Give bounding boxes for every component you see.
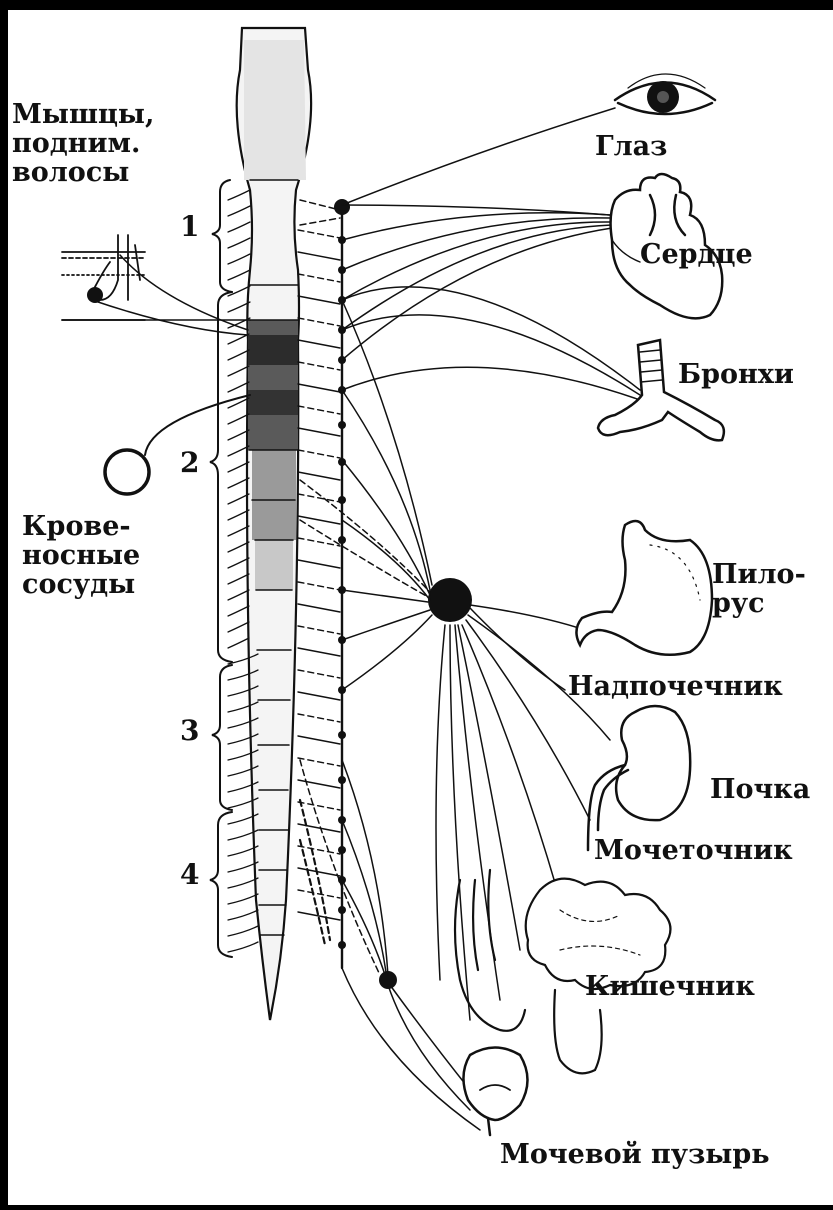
- trunk-ganglion: [338, 731, 346, 739]
- label-blood-vessels-line-2: носные: [22, 541, 140, 570]
- trunk-ganglion: [338, 536, 346, 544]
- trunk-ganglion: [338, 906, 346, 914]
- segment-number-4: 4: [180, 860, 199, 890]
- label-bladder: Мочевой пузырь: [500, 1140, 770, 1169]
- label-hair-muscles-line-3: волосы: [12, 158, 154, 187]
- label-blood-vessels: Крове- носные сосуды: [22, 512, 140, 599]
- label-hair-muscles-line-1: Мышцы,: [12, 100, 154, 129]
- label-hair-muscles: Мышцы, подним. волосы: [12, 100, 154, 187]
- segment-number-1: 1: [180, 212, 199, 242]
- label-blood-vessels-line-3: сосуды: [22, 570, 140, 599]
- segment-number-2: 2: [180, 448, 199, 478]
- label-pylorus-line-2: рус: [712, 589, 806, 618]
- label-pylorus: Пило- рус: [712, 560, 806, 618]
- label-kidney: Почка: [710, 775, 810, 804]
- label-bronchi: Бронхи: [678, 360, 794, 389]
- trunk-ganglion: [338, 421, 346, 429]
- label-heart: Сердце: [640, 240, 753, 269]
- trunk-ganglion: [334, 199, 350, 215]
- label-blood-vessels-line-1: Крове-: [22, 512, 140, 541]
- trunk-ganglion: [338, 496, 346, 504]
- celiac-ganglion: [428, 578, 472, 622]
- trunk-ganglion: [338, 776, 346, 784]
- label-intestine: Кишечник: [585, 972, 755, 1001]
- label-hair-muscles-line-2: подним.: [12, 129, 154, 158]
- trunk-ganglion: [338, 846, 346, 854]
- segment-number-3: 3: [180, 716, 199, 746]
- trunk-ganglion: [338, 941, 346, 949]
- trunk-ganglion: [338, 458, 346, 466]
- label-ureter: Мочеточник: [594, 836, 793, 865]
- label-eye: Глаз: [595, 132, 667, 161]
- label-adrenal: Надпочечник: [568, 672, 783, 701]
- label-pylorus-line-1: Пило-: [712, 560, 806, 589]
